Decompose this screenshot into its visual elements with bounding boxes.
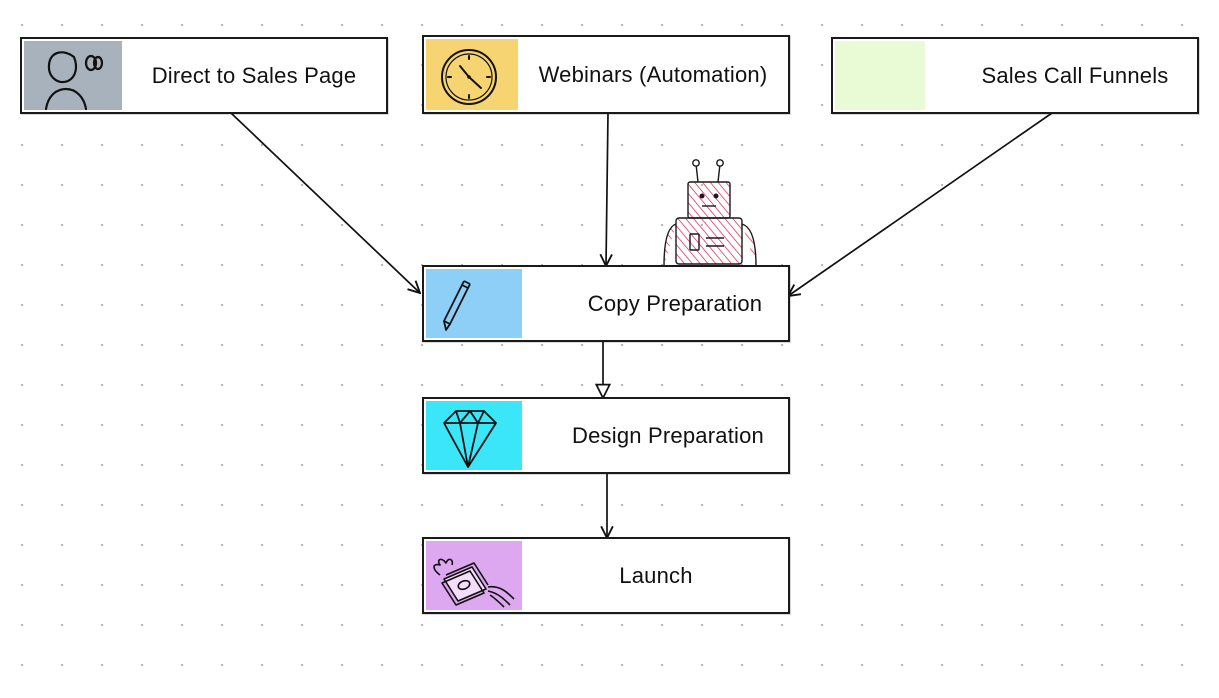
node-label: Sales Call Funnels: [981, 62, 1169, 88]
sales-call-swatch: [835, 41, 925, 110]
direct-swatch: [24, 41, 122, 111]
node-label: Webinars (Automation): [538, 61, 768, 87]
node-design-preparation[interactable]: Design Preparation: [422, 397, 790, 474]
node-label: Design Preparation: [572, 422, 764, 448]
pen-icon: [443, 280, 471, 331]
robot-icon: [663, 159, 757, 267]
node-copy-preparation[interactable]: Copy Preparation: [422, 265, 790, 342]
node-label: Launch: [619, 562, 693, 588]
node-sales-call-funnels[interactable]: Sales Call Funnels: [831, 37, 1199, 114]
copy-swatch: [426, 269, 522, 338]
edge-salescall-to-copy[interactable]: [788, 112, 1053, 296]
clock-icon: [441, 49, 497, 105]
edge-webinars-to-copy[interactable]: [606, 112, 608, 266]
node-webinars-automation[interactable]: Webinars (Automation): [422, 35, 790, 114]
node-launch[interactable]: Launch: [422, 537, 790, 614]
edge-direct-to-copy[interactable]: [230, 112, 420, 293]
node-label: Direct to Sales Page: [151, 62, 357, 88]
node-direct-to-sales-page[interactable]: Direct to Sales Page: [20, 37, 388, 114]
launch-swatch: [426, 541, 522, 610]
webinars-swatch: [426, 39, 518, 110]
design-swatch: [426, 401, 522, 470]
flying-money-icon: [433, 558, 515, 608]
node-label: Copy Preparation: [587, 290, 763, 316]
diamond-icon: [443, 410, 497, 468]
person-speaking-icon: [44, 51, 104, 111]
